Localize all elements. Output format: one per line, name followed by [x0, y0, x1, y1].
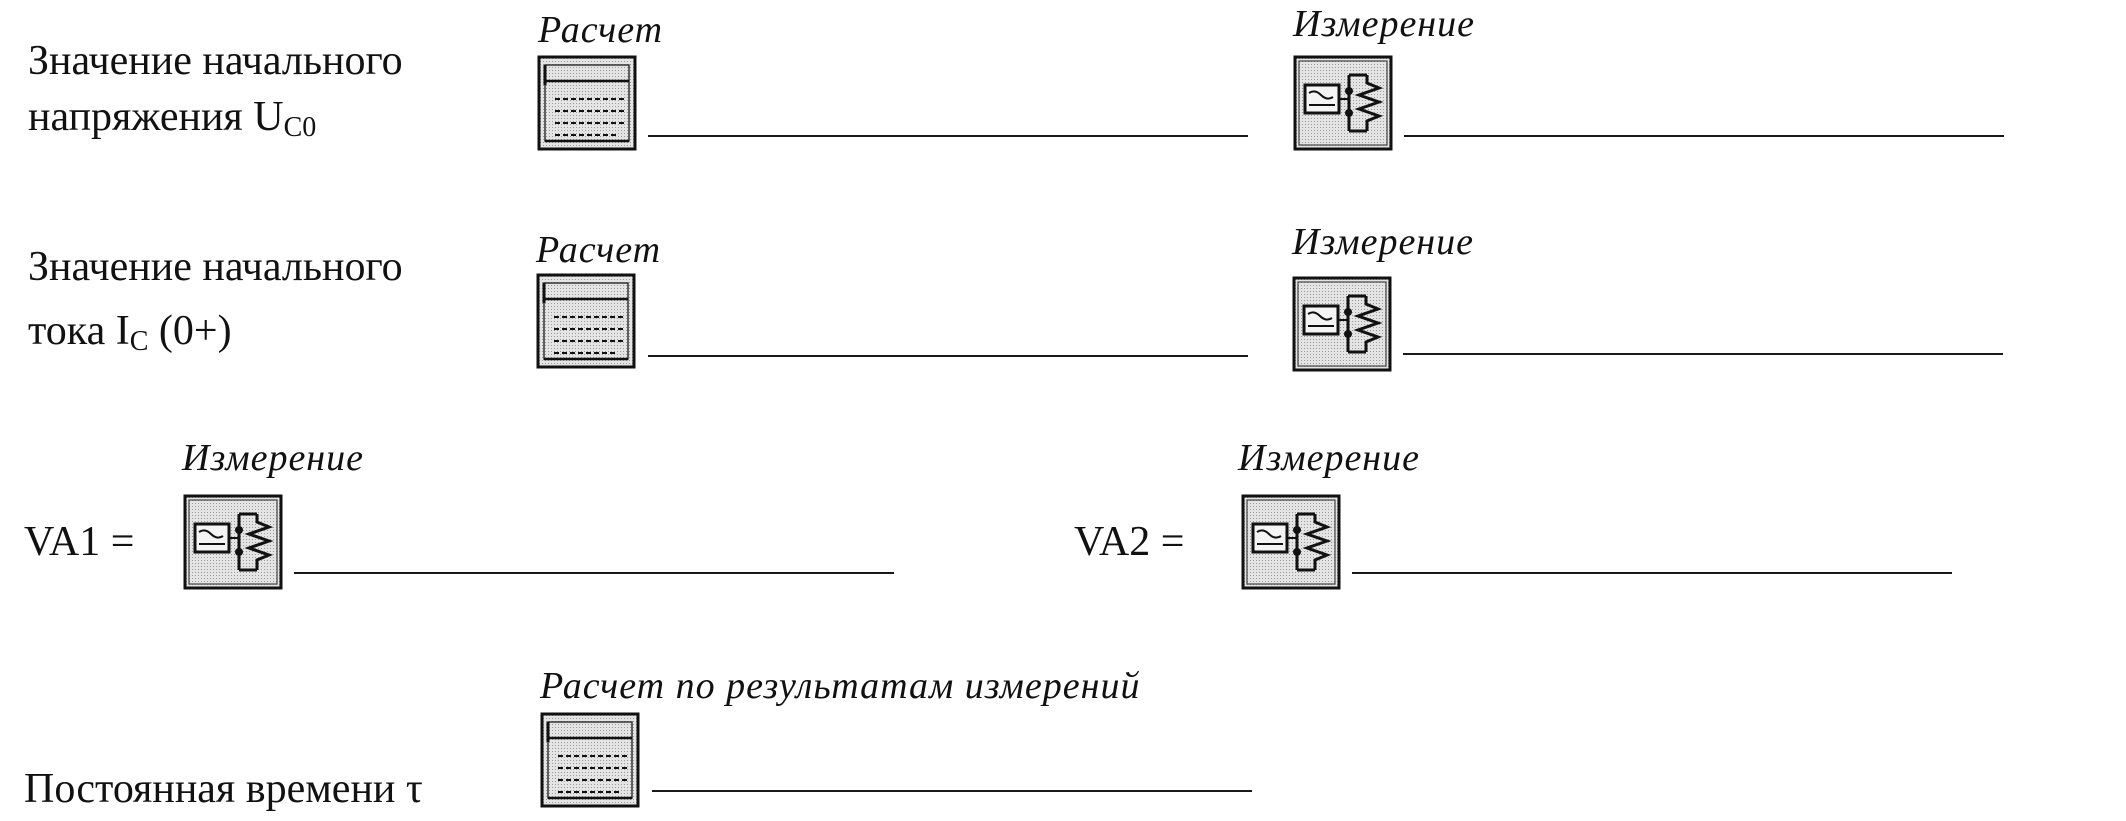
ic-calc-answer-line[interactable] — [648, 355, 1248, 357]
tau-caption: Расчет по результатам измерений — [540, 665, 1141, 707]
uc0-label-text: напряжения U — [28, 94, 284, 140]
multimeter-icon[interactable] — [1241, 494, 1341, 590]
ic-label-text: тока I — [28, 308, 130, 354]
va2-answer-line[interactable] — [1352, 572, 1952, 574]
uc0-label-line1: Значение начального — [28, 38, 403, 84]
tau-label: Постоянная времени τ — [24, 766, 423, 812]
ic-meas-caption: Измерение — [1292, 221, 1475, 263]
ic-calc-caption: Расчет — [536, 229, 662, 271]
uc0-calc-caption: Расчет — [538, 9, 664, 51]
uc0-meas-caption: Измерение — [1293, 3, 1476, 45]
ic-label-suffix: (0+) — [148, 308, 232, 354]
tau-answer-line[interactable] — [652, 790, 1252, 792]
calculator-icon[interactable] — [537, 55, 637, 151]
ic-label-line1: Значение начального — [28, 244, 403, 290]
multimeter-icon[interactable] — [1292, 276, 1392, 372]
va1-caption: Измерение — [182, 437, 365, 479]
multimeter-icon[interactable] — [183, 494, 283, 590]
va1-answer-line[interactable] — [294, 572, 894, 574]
va2-label: VA2 = — [1074, 519, 1185, 565]
multimeter-icon[interactable] — [1293, 55, 1393, 151]
ic-label-sub: C — [129, 326, 149, 357]
uc0-meas-answer-line[interactable] — [1404, 135, 2004, 137]
uc0-calc-answer-line[interactable] — [648, 135, 1248, 137]
uc0-label-sub: C0 — [283, 112, 317, 143]
ic-meas-answer-line[interactable] — [1403, 353, 2003, 355]
calculator-icon[interactable] — [540, 712, 640, 808]
va1-label: VA1 = — [24, 519, 135, 565]
ic-label-line2: тока IC (0+) — [28, 304, 232, 369]
calculator-icon[interactable] — [536, 273, 636, 369]
va2-caption: Измерение — [1238, 437, 1421, 479]
uc0-label-line2: напряжения UC0 — [28, 90, 316, 155]
